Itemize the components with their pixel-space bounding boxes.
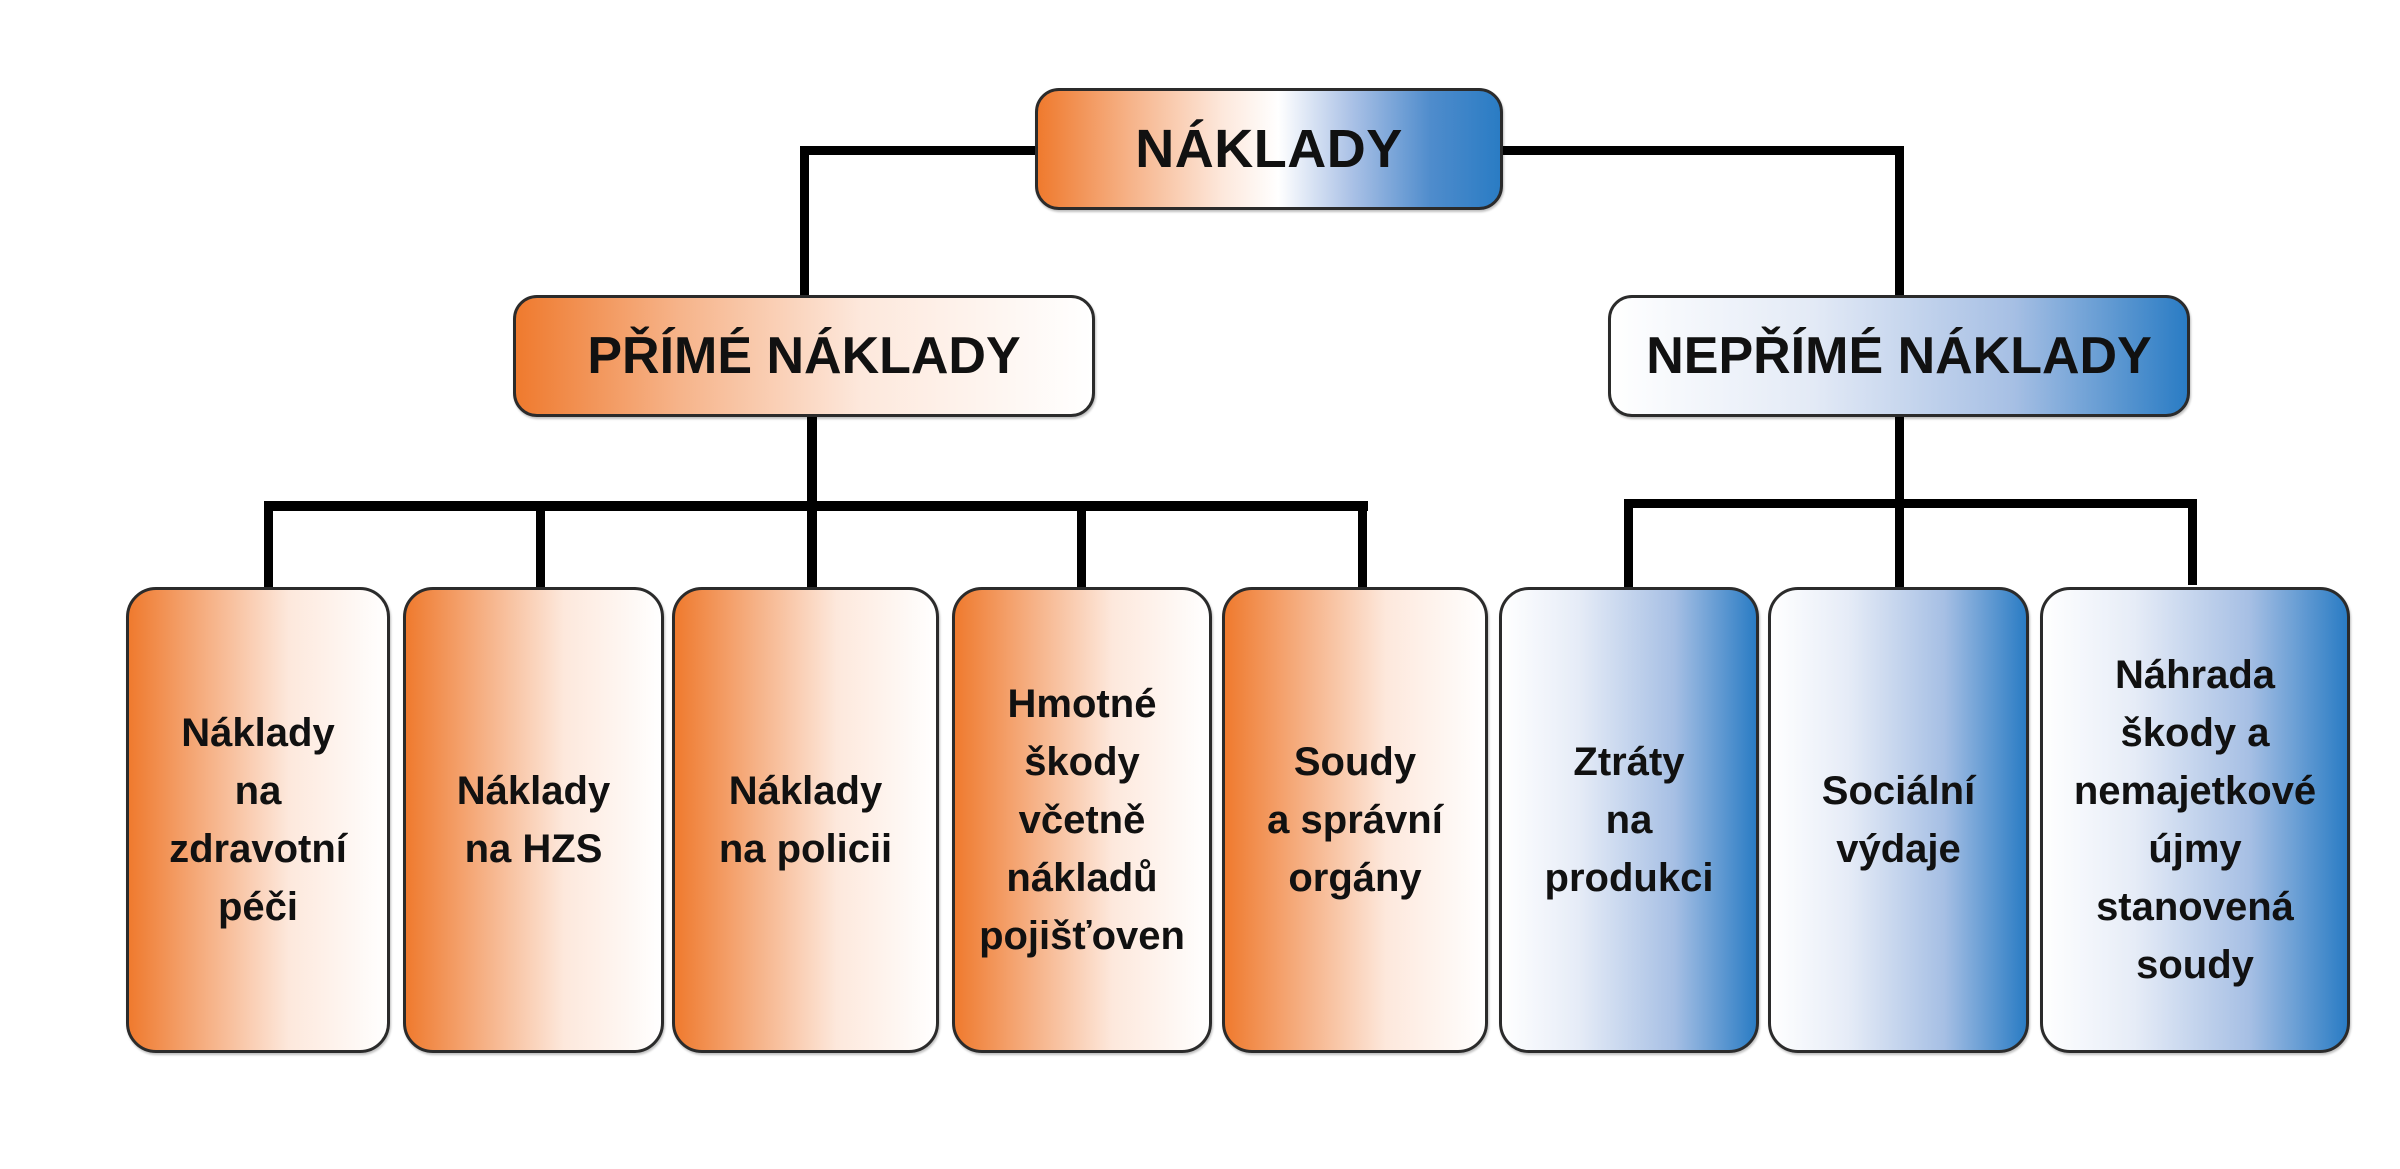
connector-indirect-bus	[1624, 499, 2197, 508]
leaf-healthcare-costs: Náklady na zdravotní péči	[126, 587, 390, 1053]
leaf-production-losses: Ztráty na produkci	[1499, 587, 1759, 1053]
leaf-label: Náklady na zdravotní péči	[169, 711, 347, 929]
connector-direct-drop-4	[1077, 501, 1086, 589]
root-node-label: NÁKLADY	[1135, 119, 1403, 179]
leaf-label: Náhrada škody a nemajetkové újmy stanove…	[2073, 653, 2317, 987]
category-direct-costs: PŘÍMÉ NÁKLADY	[513, 295, 1095, 417]
connector-direct-drop-1	[264, 501, 273, 589]
connector-direct-drop-5	[1358, 501, 1367, 589]
leaf-label: Hmotné škody včetně nákladů pojišťoven	[979, 682, 1185, 958]
leaf-courts-administration: Soudy a správní orgány	[1222, 587, 1488, 1053]
category-direct-label: PŘÍMÉ NÁKLADY	[587, 327, 1021, 385]
leaf-police-costs: Náklady na policii	[672, 587, 939, 1053]
leaf-label: Náklady na policii	[718, 769, 893, 871]
category-indirect-label: NEPŘÍMÉ NÁKLADY	[1646, 327, 2152, 385]
leaf-fire-rescue-costs: Náklady na HZS	[403, 587, 664, 1053]
connector-root-left-vertical	[800, 146, 809, 296]
leaf-label: Náklady na HZS	[456, 769, 611, 871]
connector-direct-drop-2	[536, 501, 545, 589]
leaf-damage-compensation: Náhrada škody a nemajetkové újmy stanove…	[2040, 587, 2350, 1053]
category-indirect-costs: NEPŘÍMÉ NÁKLADY	[1608, 295, 2190, 417]
connector-root-left-horizontal	[800, 146, 1037, 155]
connector-indirect-drop-1	[1624, 499, 1633, 589]
connector-root-right-horizontal	[1501, 146, 1903, 155]
leaf-label: Sociální výdaje	[1821, 769, 1976, 871]
connector-direct-bus	[264, 501, 1368, 511]
connector-indirect-drop-3	[2188, 499, 2197, 585]
root-node-costs: NÁKLADY	[1035, 88, 1503, 210]
leaf-label: Soudy a správní orgány	[1267, 740, 1443, 900]
connector-root-right-vertical	[1895, 146, 1904, 296]
leaf-label: Ztráty na produkci	[1544, 740, 1714, 900]
leaf-material-damage: Hmotné škody včetně nákladů pojišťoven	[952, 587, 1212, 1053]
leaf-social-expenditure: Sociální výdaje	[1768, 587, 2029, 1053]
